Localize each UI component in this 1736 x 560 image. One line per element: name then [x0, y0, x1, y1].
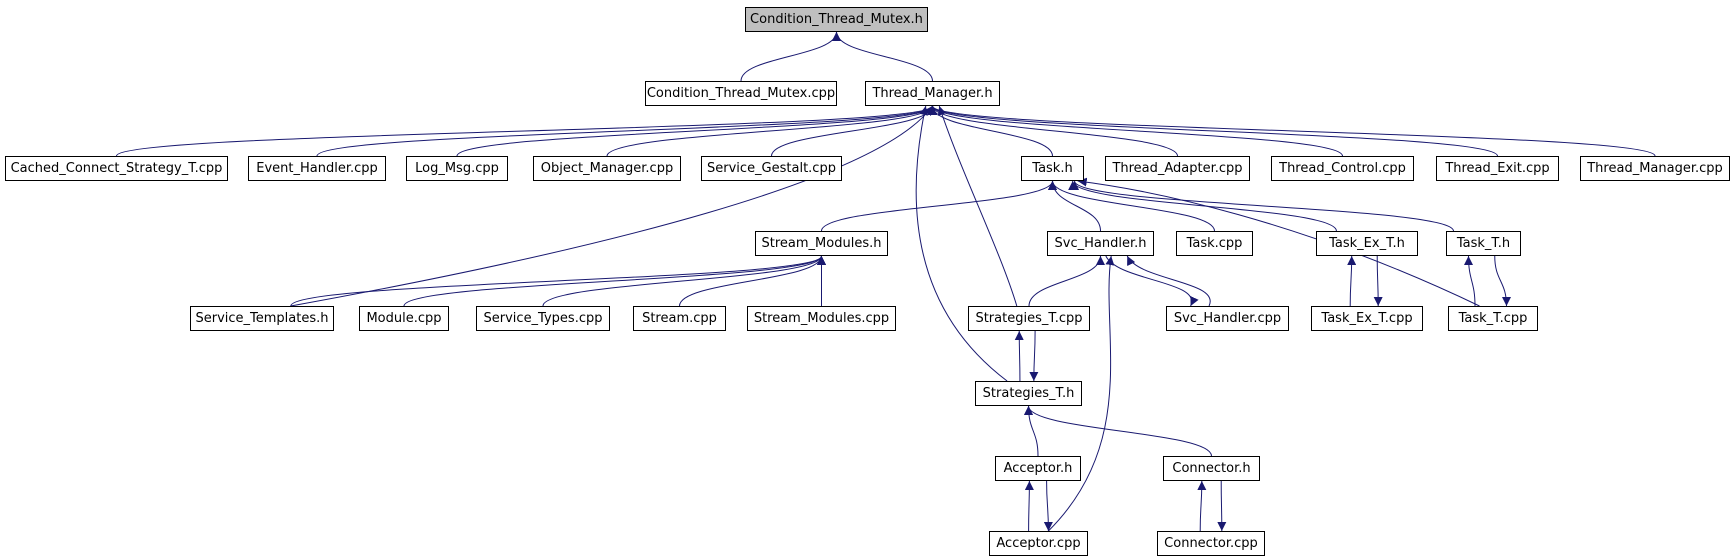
edge-connector-h-to-strategies-t-h	[1024, 405, 1212, 457]
edge-acceptor-h-to-strategies-t-h	[1024, 405, 1039, 457]
node-service-templates-h[interactable]: Service_Templates.h	[190, 306, 334, 331]
edge-acceptor-h-to-acceptor-cpp	[1043, 480, 1053, 532]
edge-stream-cpp-to-stream-modules-h	[679, 255, 826, 307]
edge-object-manager-cpp-to-thread-manager-h	[606, 105, 937, 157]
node-condition-thread-mutex-h: Condition_Thread_Mutex.h	[745, 7, 928, 32]
node-task-ex-t-cpp[interactable]: Task_Ex_T.cpp	[1311, 306, 1423, 331]
edge-thread-manager-h-to-condition-thread-mutex-h	[832, 31, 933, 82]
edge-svc-handler-cpp-to-svc-handler-h	[1126, 255, 1211, 307]
node-strategies-t-cpp[interactable]: Strategies_T.cpp	[968, 306, 1090, 331]
node-acceptor-cpp[interactable]: Acceptor.cpp	[989, 531, 1088, 556]
node-thread-manager-h[interactable]: Thread_Manager.h	[865, 81, 1000, 106]
edge-acceptor-cpp-to-acceptor-h	[1024, 480, 1034, 532]
edge-strategies-t-cpp-to-strategies-t-h	[1029, 330, 1039, 382]
edge-task-t-cpp-to-task-h	[1077, 177, 1480, 307]
edge-task-t-h-to-task-t-cpp	[1494, 255, 1511, 307]
node-stream-modules-cpp[interactable]: Stream_Modules.cpp	[747, 306, 896, 331]
node-task-h[interactable]: Task.h	[1021, 156, 1084, 181]
node-acceptor-h[interactable]: Acceptor.h	[995, 456, 1081, 481]
edge-connector-h-to-connector-cpp	[1217, 480, 1227, 532]
edge-svc-handler-h-to-task-h	[1048, 180, 1101, 232]
edge-cached-connect-strategy-t-cpp-to-thread-manager-h	[116, 105, 937, 157]
edge-thread-control-cpp-to-thread-manager-h	[928, 105, 1343, 157]
edge-strategies-t-h-to-thread-manager-h	[915, 105, 1008, 382]
node-condition-thread-mutex-cpp[interactable]: Condition_Thread_Mutex.cpp	[645, 81, 837, 106]
edge-condition-thread-mutex-cpp-to-condition-thread-mutex-h	[740, 31, 841, 82]
node-module-cpp[interactable]: Module.cpp	[359, 306, 449, 331]
node-strategies-t-h[interactable]: Strategies_T.h	[975, 381, 1082, 406]
edge-task-h-to-thread-manager-h	[928, 105, 1053, 157]
node-cached-connect-strategy-t-cpp[interactable]: Cached_Connect_Strategy_T.cpp	[5, 156, 228, 181]
edge-service-types-cpp-to-stream-modules-h	[542, 255, 826, 307]
node-log-msg-cpp[interactable]: Log_Msg.cpp	[406, 156, 508, 181]
edge-svc-handler-h-to-svc-handler-cpp	[1105, 255, 1199, 307]
node-stream-modules-h[interactable]: Stream_Modules.h	[755, 231, 888, 256]
edge-strategies-t-cpp-to-thread-manager-h	[937, 105, 1018, 307]
node-object-manager-cpp[interactable]: Object_Manager.cpp	[533, 156, 681, 181]
edge-task-ex-t-h-to-task-ex-t-cpp	[1373, 255, 1383, 307]
node-service-types-cpp[interactable]: Service_Types.cpp	[476, 306, 610, 331]
node-task-t-h[interactable]: Task_T.h	[1446, 231, 1521, 256]
node-svc-handler-cpp[interactable]: Svc_Handler.cpp	[1166, 306, 1289, 331]
edge-strategies-t-h-to-strategies-t-cpp	[1014, 330, 1024, 382]
edge-task-ex-t-cpp-to-task-ex-t-h	[1347, 255, 1357, 307]
edge-acceptor-cpp-to-svc-handler-h	[1048, 255, 1115, 532]
node-thread-manager-cpp[interactable]: Thread_Manager.cpp	[1580, 156, 1730, 181]
node-svc-handler-h[interactable]: Svc_Handler.h	[1047, 231, 1154, 256]
node-task-cpp[interactable]: Task.cpp	[1176, 231, 1253, 256]
edge-connector-cpp-to-connector-h	[1197, 480, 1207, 532]
edge-stream-modules-h-to-task-h	[821, 180, 1057, 232]
edge-task-t-cpp-to-task-t-h	[1464, 255, 1476, 307]
node-stream-cpp[interactable]: Stream.cpp	[633, 306, 726, 331]
edge-thread-manager-cpp-to-thread-manager-h	[928, 105, 1656, 157]
edge-event-handler-cpp-to-thread-manager-h	[316, 105, 937, 157]
edge-task-t-h-to-task-h	[1070, 180, 1454, 232]
edge-module-cpp-to-stream-modules-h	[403, 255, 826, 307]
edge-task-cpp-to-task-h	[1048, 180, 1215, 232]
node-task-ex-t-h[interactable]: Task_Ex_T.h	[1316, 231, 1418, 256]
edge-strategies-t-cpp-to-svc-handler-h	[1028, 255, 1105, 307]
edge-log-msg-cpp-to-thread-manager-h	[456, 105, 937, 157]
node-event-handler-cpp[interactable]: Event_Handler.cpp	[248, 156, 386, 181]
node-thread-exit-cpp[interactable]: Thread_Exit.cpp	[1436, 156, 1559, 181]
edge-service-templates-h-to-stream-modules-h	[290, 255, 826, 307]
node-thread-adapter-cpp[interactable]: Thread_Adapter.cpp	[1105, 156, 1250, 181]
node-thread-control-cpp[interactable]: Thread_Control.cpp	[1271, 156, 1414, 181]
node-connector-cpp[interactable]: Connector.cpp	[1157, 531, 1265, 556]
edge-service-templates-h-to-thread-manager-h	[290, 105, 933, 307]
node-task-t-cpp[interactable]: Task_T.cpp	[1448, 306, 1538, 331]
edge-thread-exit-cpp-to-thread-manager-h	[928, 105, 1498, 157]
node-service-gestalt-cpp[interactable]: Service_Gestalt.cpp	[701, 156, 842, 181]
node-connector-h[interactable]: Connector.h	[1163, 456, 1260, 481]
